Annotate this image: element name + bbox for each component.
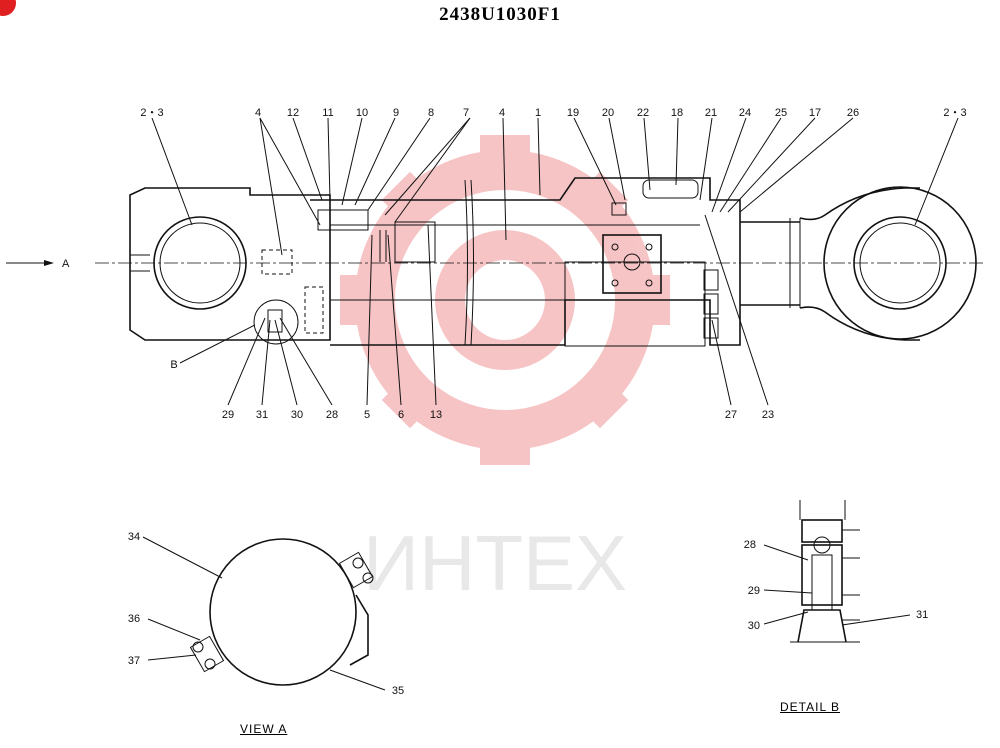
leader-lines: [151, 117, 959, 406]
view-a-clamp: [142, 536, 386, 691]
callout-24: 24: [739, 107, 751, 119]
callout-5: 5: [364, 409, 370, 421]
callout-10: 10: [356, 107, 368, 119]
callout-11: 11: [322, 107, 333, 119]
view-a-label-34: 34: [128, 531, 140, 543]
view-a-label-37: 37: [128, 655, 140, 667]
callout-12: 12: [287, 107, 299, 119]
callout-29: 29: [222, 409, 234, 421]
view-a-label-36: 36: [128, 613, 140, 625]
corner-badge-icon: [0, 0, 16, 16]
callout-17: 17: [809, 107, 821, 119]
watermark-text: ИНТЕХ: [363, 519, 627, 607]
callout-25: 25: [775, 107, 787, 119]
callout-13: 13: [430, 409, 442, 421]
callout-2-3-right: 2・3: [943, 107, 966, 119]
callout-30: 30: [291, 409, 303, 421]
callout-21: 21: [705, 107, 717, 119]
left-clevis: [129, 187, 331, 341]
callout-27: 27: [725, 409, 737, 421]
callout-20: 20: [602, 107, 614, 119]
detail-b-label-28: 28: [744, 539, 756, 551]
drawing-title: 2438U1030F1: [439, 4, 561, 25]
callout-1: 1: [535, 107, 541, 119]
detail-b-circle: [253, 299, 299, 345]
piston-rod: [740, 186, 977, 341]
callout-9: 9: [393, 107, 399, 119]
view-a-label-35: 35: [392, 685, 404, 697]
cylinder-tube: [310, 177, 741, 347]
callout-4a: 4: [255, 107, 261, 119]
view-a-caption: VIEW A: [240, 722, 288, 736]
callout-19: 19: [567, 107, 579, 119]
callout-7: 7: [463, 107, 469, 119]
detail-b-caption: DETAIL B: [780, 700, 841, 714]
callout-18: 18: [671, 107, 683, 119]
callout-26: 26: [847, 107, 859, 119]
detail-b-label-29: 29: [748, 585, 760, 597]
detail-b-drawing: [763, 500, 911, 643]
callout-23: 23: [762, 409, 774, 421]
callout-8: 8: [428, 107, 434, 119]
callout-4b: 4: [499, 107, 505, 119]
detail-b-label-30: 30: [748, 620, 760, 632]
callout-6: 6: [398, 409, 404, 421]
view-a-label: A: [62, 258, 70, 270]
detail-b-label-31: 31: [916, 609, 928, 621]
callout-31: 31: [256, 409, 268, 421]
callout-b: B: [170, 359, 177, 371]
callout-28: 28: [326, 409, 338, 421]
callout-22: 22: [637, 107, 649, 119]
callout-2-3-left: 2・3: [140, 107, 163, 119]
